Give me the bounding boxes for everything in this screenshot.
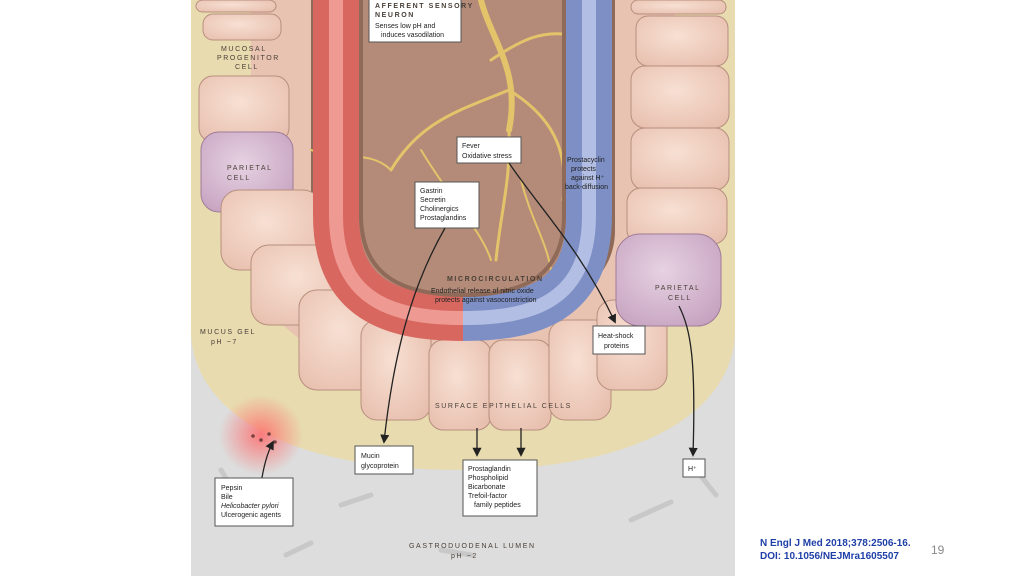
fever-line-2: Oxidative stress (462, 153, 512, 160)
pepsin-line-3: Helicobacter pylori (221, 503, 279, 510)
pepsin-line-4: Ulcerogenic agents (221, 512, 281, 519)
gastric-mucosa-diagram: AFFERENT SENSORY NEURON Senses low pH an… (191, 0, 735, 576)
mucosal-progenitor-label-2: PROGENITOR (217, 55, 280, 62)
parietal-cell-right-label-1: PARIETAL (655, 285, 701, 292)
slide-number: 19 (931, 543, 945, 557)
prostaglandin-box (462, 459, 538, 517)
pepsin-line-2: Bile (221, 494, 233, 501)
prostacyclin-line-4: back-diffusion (565, 184, 608, 191)
injury-glow (219, 395, 303, 475)
lumen-ph: pH ~2 (451, 553, 478, 560)
mucus-gel-ph: pH ~7 (211, 339, 238, 346)
prostaglandin-line-4: Trefoil-factor (468, 493, 508, 500)
gastrin-line-4: Prostaglandins (420, 215, 467, 222)
prostaglandin-line-3: Bicarbonate (468, 484, 505, 491)
surface-epithelial-label: SURFACE EPITHELIAL CELLS (435, 403, 572, 410)
mucosal-progenitor-label-1: MUCOSAL (221, 46, 267, 53)
mucosal-progenitor-label-3: CELL (235, 64, 259, 71)
vein-highlight (462, 0, 596, 325)
prostacyclin-line-2: protects (571, 166, 596, 173)
afferent-neuron-box (368, 0, 462, 43)
prostacyclin-line-1: Prostacyclin (567, 157, 605, 164)
gastrin-line-1: Gastrin (420, 188, 443, 195)
heat-shock-box (592, 325, 646, 355)
mucin-line-1: Mucin (361, 453, 380, 460)
right-cell-column (615, 0, 730, 327)
parietal-cell-left-label-1: PARIETAL (227, 165, 273, 172)
microcirculation-desc-1: Endothelial release of nitric oxide (431, 288, 534, 295)
prostacyclin-line-3: against H⁺ (571, 175, 605, 182)
pepsin-line-1: Pepsin (221, 485, 243, 492)
mucus-gel-label: MUCUS GEL (200, 329, 256, 336)
mucin-line-2: glycoprotein (361, 463, 399, 470)
prostaglandin-line-5: family peptides (474, 502, 521, 509)
parietal-cell-right-label-2: CELL (668, 295, 692, 302)
afferent-title-2: NEURON (375, 12, 415, 19)
prostaglandin-line-1: Prostaglandin (468, 466, 511, 473)
left-cell-column (195, 0, 432, 421)
heat-shock-line-2: proteins (604, 343, 629, 350)
afferent-desc-2: induces vasodilation (381, 32, 444, 39)
prostaglandin-line-2: Phospholipid (468, 475, 508, 482)
citation-line-2: DOI: 10.1056/NEJMra1605507 (760, 551, 899, 562)
gastrin-line-2: Secretin (420, 197, 446, 204)
microcirculation-desc-2: protects against vasoconstriction (435, 297, 537, 304)
pepsin-box (214, 477, 294, 527)
citation: N Engl J Med 2018;378:2506-16. DOI: 10.1… (760, 537, 911, 563)
heat-shock-line-1: Heat-shock (598, 333, 634, 340)
molecule-dots (251, 432, 277, 444)
gastrin-box (414, 181, 480, 229)
artery-highlight (329, 0, 464, 325)
afferent-desc-1: Senses low pH and (375, 23, 435, 30)
gastrin-line-3: Cholinergics (420, 206, 459, 213)
mucin-box (354, 445, 414, 475)
fever-box (456, 136, 522, 164)
fever-line-1: Fever (462, 143, 481, 150)
h-plus-box (682, 458, 706, 478)
citation-line-1: N Engl J Med 2018;378:2506-16. (760, 538, 911, 549)
h-plus-label: H⁺ (688, 466, 697, 473)
microcirculation-title: MICROCIRCULATION (447, 276, 544, 283)
lumen-label: GASTRODUODENAL LUMEN (409, 543, 536, 550)
vessel-lumen (359, 0, 566, 298)
afferent-title-1: AFFERENT SENSORY (375, 3, 474, 10)
parietal-cell-left-label-2: CELL (227, 175, 251, 182)
